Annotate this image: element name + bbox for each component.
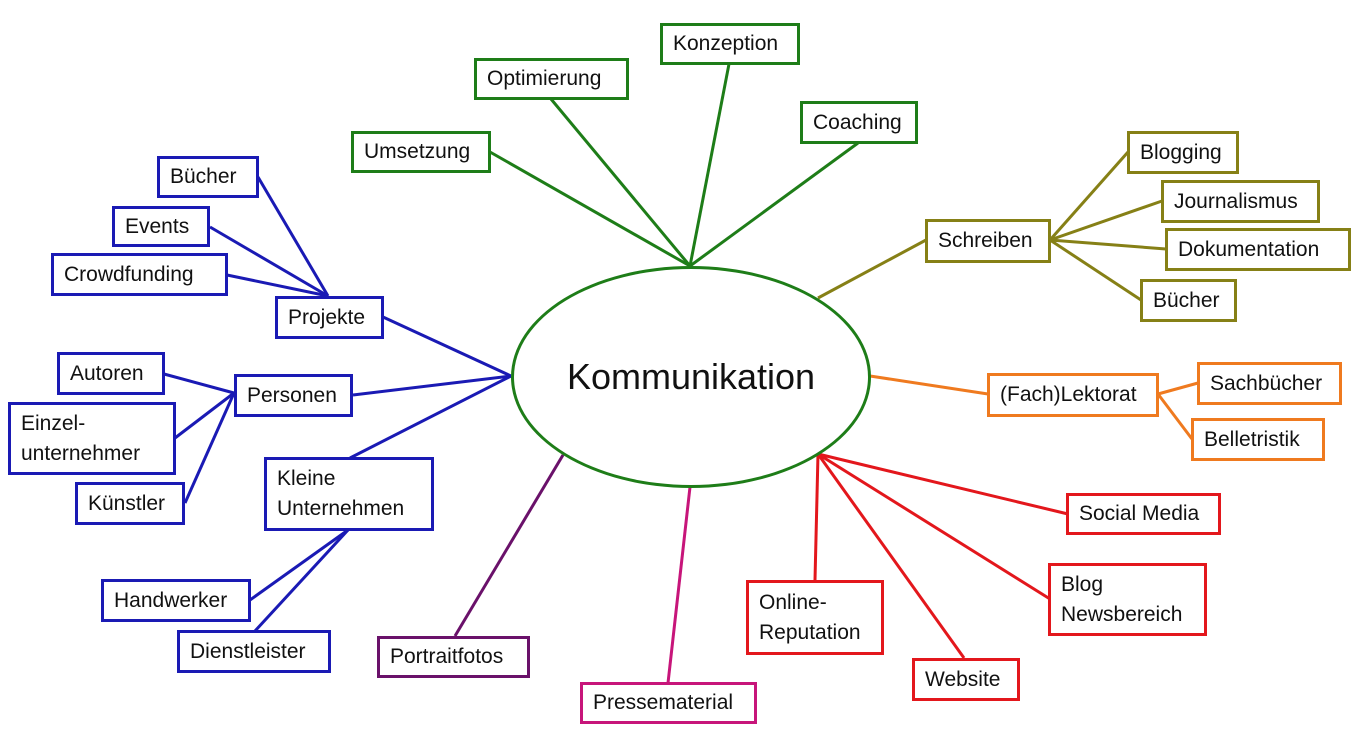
connector-kuenstler xyxy=(183,392,236,504)
node-dokumentation: Dokumentation xyxy=(1165,228,1351,271)
node-coaching: Coaching xyxy=(800,101,918,144)
connector-online-reputation xyxy=(813,453,820,581)
connector-optimierung xyxy=(549,98,692,267)
connector-dienstleister xyxy=(253,528,350,633)
connector-handwerker xyxy=(249,528,349,602)
connector-journalismus xyxy=(1049,199,1163,242)
connector-social-media xyxy=(817,452,1069,516)
connector-pressematerial xyxy=(666,486,692,684)
node-events: Events xyxy=(112,206,210,247)
node-sachbuecher: Sachbücher xyxy=(1197,362,1342,405)
node-social-media: Social Media xyxy=(1066,493,1221,535)
node-buecher-projekte: Bücher xyxy=(157,156,259,198)
node-personen: Personen xyxy=(234,374,353,417)
node-umsetzung: Umsetzung xyxy=(351,131,491,173)
node-website: Website xyxy=(912,658,1020,701)
node-pressematerial: Pressematerial xyxy=(580,682,757,724)
connector-portraitfotos xyxy=(453,454,565,637)
node-portraitfotos: Portraitfotos xyxy=(377,636,530,678)
central-node: Kommunikation xyxy=(511,266,871,488)
connector-schreiben xyxy=(817,238,927,300)
node-kuenstler: Künstler xyxy=(75,482,185,525)
node-schreiben: Schreiben xyxy=(925,219,1051,263)
connector-fachlektorat xyxy=(869,374,989,396)
connector-konzeption xyxy=(688,63,731,267)
node-dienstleister: Dienstleister xyxy=(177,630,331,673)
node-optimierung: Optimierung xyxy=(474,58,629,100)
node-konzeption: Konzeption xyxy=(660,23,800,65)
connector-einzelunternehmer xyxy=(174,391,235,440)
connector-events xyxy=(209,225,329,298)
connector-buecher-schreiben xyxy=(1049,238,1142,302)
connector-autoren xyxy=(163,372,235,395)
connector-personen xyxy=(352,374,512,397)
node-fachlektorat: (Fach)Lektorat xyxy=(987,373,1159,417)
node-handwerker: Handwerker xyxy=(101,579,251,622)
node-blog-newsbereich: Blog Newsbereich xyxy=(1048,563,1207,636)
connector-kleine-unternehmen xyxy=(349,374,512,460)
connector-dokumentation xyxy=(1049,238,1167,251)
node-online-reputation: Online- Reputation xyxy=(746,580,884,655)
node-autoren: Autoren xyxy=(57,352,165,395)
connector-website xyxy=(816,453,966,659)
connector-blogging xyxy=(1048,151,1130,241)
connector-projekte xyxy=(382,315,512,378)
connector-coaching xyxy=(689,141,859,268)
node-belletristik: Belletristik xyxy=(1191,418,1325,461)
connector-buecher-projekte xyxy=(256,176,330,297)
node-buecher-schreiben: Bücher xyxy=(1140,279,1237,322)
node-crowdfunding: Crowdfunding xyxy=(51,253,228,296)
node-blogging: Blogging xyxy=(1127,131,1239,174)
connector-umsetzung xyxy=(489,150,691,268)
connector-crowdfunding xyxy=(226,273,329,298)
node-projekte: Projekte xyxy=(275,296,384,339)
connector-sachbuecher xyxy=(1157,381,1199,396)
connector-blog-newsbereich xyxy=(817,452,1051,601)
node-journalismus: Journalismus xyxy=(1161,180,1320,223)
node-kleine-unternehmen: Kleine Unternehmen xyxy=(264,457,434,531)
node-einzelunternehmer: Einzel- unternehmer xyxy=(8,402,176,475)
connector-belletristik xyxy=(1156,393,1194,440)
